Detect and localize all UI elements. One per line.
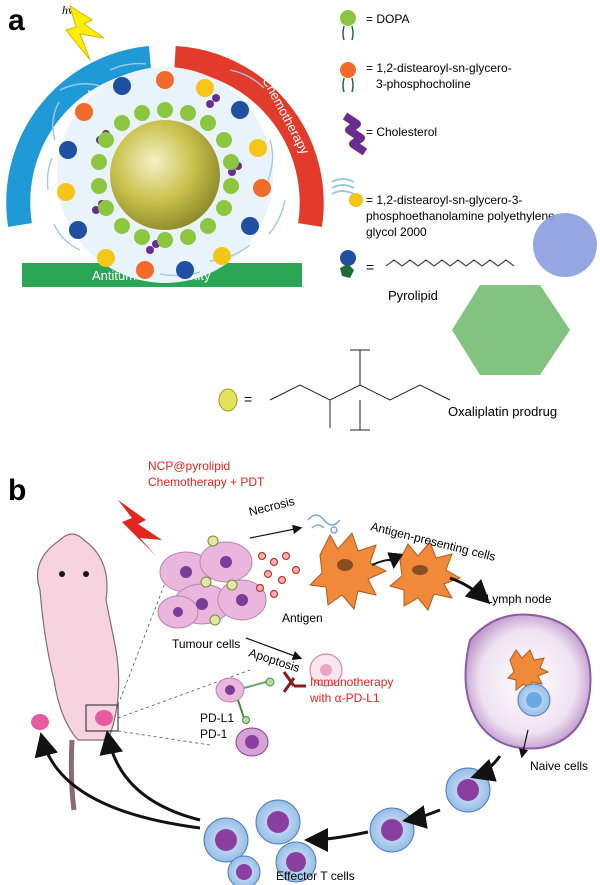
dspe-icon (349, 193, 363, 207)
effector-arrow-2 (304, 827, 369, 852)
legend: = DOPA = 1,2-distearoyl-sn-glycero- 3-ph… (218, 10, 597, 431)
apoptosis-arrow (245, 637, 303, 661)
pd1-label: PD-1 (200, 727, 228, 741)
legend-pyrolipid: Pyrolipid (388, 288, 438, 303)
immuno-line-1: Immunotherapy (310, 675, 393, 689)
apc-arrow-1 (371, 552, 404, 569)
pyrolipid-equals: = (366, 259, 374, 275)
lymph-node (464, 613, 592, 750)
antigen-label: Antigen (282, 611, 323, 625)
oxali-equals: = (244, 391, 252, 407)
legend-dspe-3: glycol 2000 (366, 225, 427, 239)
mouse (31, 533, 120, 811)
t-cell (203, 817, 249, 863)
apc-2 (388, 541, 462, 611)
ncp-title-2: Chemotherapy + PDT (148, 475, 265, 489)
antigen-dots (255, 551, 301, 599)
necrosis-arrow (249, 524, 303, 539)
lipid-shell (57, 71, 271, 279)
panel-a-label: a (8, 4, 25, 37)
pyrolipid-phospho-circle (533, 213, 597, 277)
legend-dspc-2: 3-phosphocholine (376, 77, 471, 91)
naive-to-effector-arrow (470, 755, 502, 782)
t-cells (203, 767, 491, 885)
necrosis-label: Necrosis (247, 494, 296, 519)
t-cell (227, 855, 261, 885)
oxaliplatin-structure (269, 349, 451, 431)
chemo-ring-arc (174, 46, 324, 227)
mouse-body (36, 533, 120, 741)
mouse-eye-right (83, 571, 89, 577)
laser-bolt-icon (118, 500, 162, 556)
immuno-line-2: with α-PD-L1 (309, 691, 380, 705)
effector-to-tumour-arrow-2 (34, 732, 201, 830)
t-cell (255, 799, 301, 845)
pyrolipid-tail-icon (340, 264, 354, 278)
mouse-tail (68, 739, 77, 811)
mouse-tumour-left (31, 714, 49, 730)
lightning-icon (65, 4, 105, 61)
t-cell (369, 807, 415, 853)
apc-arrow-2 (449, 576, 491, 605)
lymph-label: Lymph node (486, 592, 552, 606)
legend-dspe-1: = 1,2-distearoyl-sn-glycero-3- (366, 193, 522, 207)
legend-dspe-2: phosphoethanolamine polyethylene (366, 209, 555, 223)
naive-label: Naive cells (530, 759, 588, 773)
effector-label: Effector T cells (276, 869, 355, 883)
ncp-core (110, 120, 220, 230)
pdl1-label: PD-L1 (200, 711, 234, 725)
t-cell (445, 767, 491, 813)
legend-dopa: = DOPA (366, 12, 409, 26)
tumour-cluster (157, 535, 267, 629)
apoptosis-label: Apoptosis (247, 646, 301, 676)
naive-arrow (518, 729, 529, 759)
antibody-icon (282, 671, 306, 693)
apc-1 (308, 532, 388, 611)
t-cell (275, 841, 317, 883)
mouse-tumour-right (95, 710, 113, 726)
pdl1-interaction (215, 671, 306, 757)
zoom-lines (117, 569, 251, 746)
nanoparticle (46, 62, 286, 283)
cholesterol-icon (342, 112, 368, 156)
tumour-cells-label: Tumour cells (172, 637, 240, 651)
mouse-eye-left (59, 571, 65, 577)
apoptotic-nucleus (320, 664, 332, 676)
legend-oxaliplatin: Oxaliplatin prodrug (448, 404, 557, 419)
panel-b-label: b (8, 474, 26, 507)
oxaliplatin-icon (218, 388, 238, 412)
effector-arrow-1 (402, 805, 441, 829)
effector-to-tumour-arrow-1 (99, 730, 201, 822)
dopa-icon (340, 10, 356, 26)
pdt-ring-arc (6, 46, 152, 227)
legend-dspc-1: = 1,2-distearoyl-sn-glycero- (366, 61, 512, 75)
pyrolipid-chain (385, 259, 515, 267)
ncp-title-1: NCP@pyrolipid (148, 459, 230, 473)
legend-cholesterol: = Cholesterol (366, 125, 437, 139)
pyrolipid-head-icon (340, 250, 356, 266)
dopa-layer (91, 102, 239, 248)
necrosis-debris (307, 514, 341, 534)
pyrolipid-porphyrin (452, 285, 570, 375)
dspc-icon (340, 62, 356, 78)
